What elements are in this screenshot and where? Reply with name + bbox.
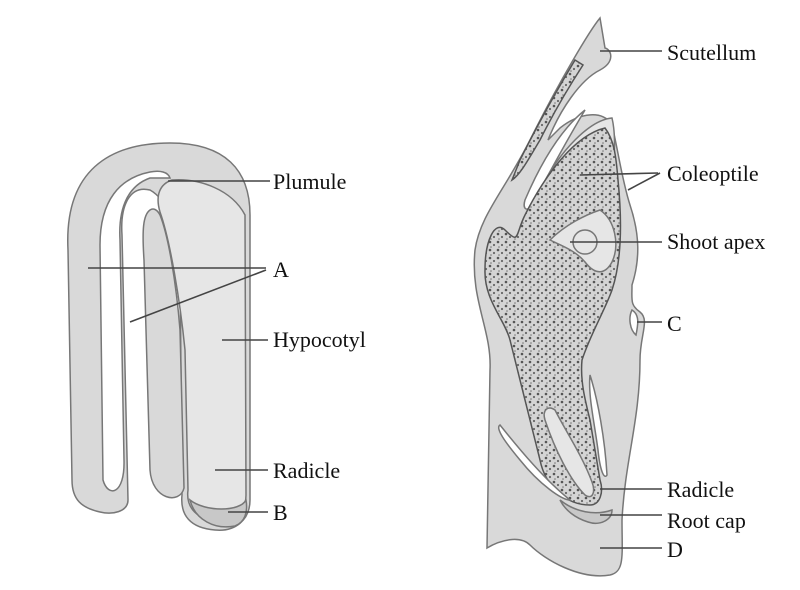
coleorhiza-gap-2 <box>588 374 608 477</box>
label-radicle-monocot: Radicle <box>667 477 734 502</box>
label-shoot-apex: Shoot apex <box>667 229 765 254</box>
label-c: C <box>667 311 682 336</box>
hypocotyl-body <box>157 179 247 521</box>
radicle-core <box>543 407 595 498</box>
inner-cotyledon <box>142 208 185 499</box>
label-scutellum: Scutellum <box>667 40 756 65</box>
label-coleoptile: Coleoptile <box>667 161 759 186</box>
leader-a-2 <box>129 269 267 323</box>
label-a: A <box>273 257 289 282</box>
dicot-embryo <box>67 142 251 531</box>
root-cap <box>559 499 613 524</box>
plumule-shape <box>99 170 172 492</box>
epiblast-c <box>629 308 639 337</box>
label-hypocotyl: Hypocotyl <box>273 327 366 352</box>
radicle-tip <box>188 497 248 528</box>
label-d: D <box>667 537 683 562</box>
scutellum-channel <box>510 58 585 182</box>
label-root-cap: Root cap <box>667 508 746 533</box>
label-radicle: Radicle <box>273 458 340 483</box>
leader-coleoptile-1 <box>579 172 659 176</box>
label-plumule: Plumule <box>273 169 346 194</box>
label-b: B <box>273 500 288 525</box>
leader-coleoptile-2 <box>627 172 661 191</box>
monocot-embryo <box>473 16 646 577</box>
coleorhiza-gap-1 <box>498 424 573 501</box>
